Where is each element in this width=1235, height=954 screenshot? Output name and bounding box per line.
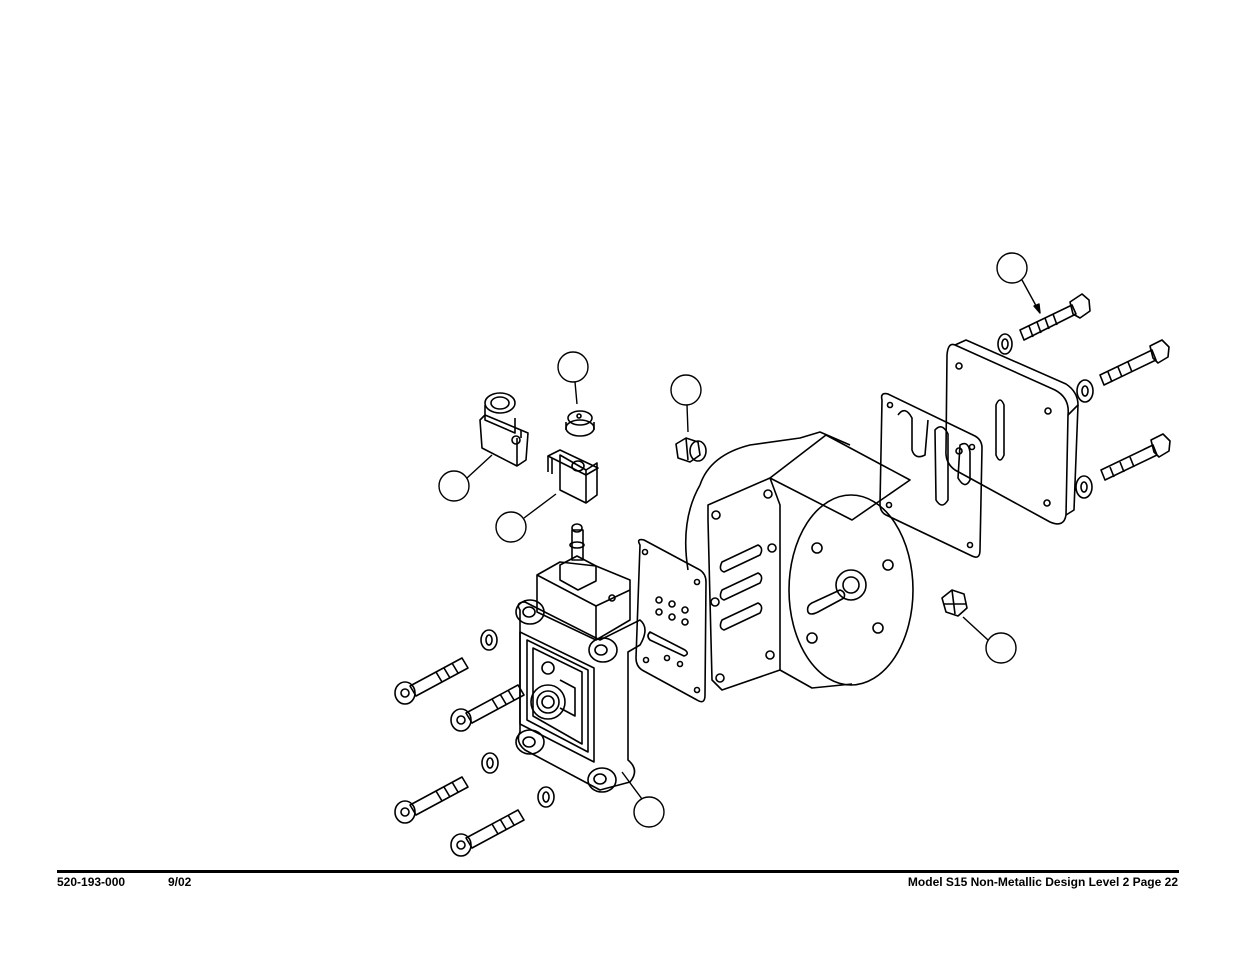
hex-bolts-right (1075, 339, 1171, 499)
callout-balloons (438, 252, 1041, 828)
washers-left (480, 629, 555, 808)
end-cap-plate (945, 339, 1079, 525)
callout-balloon (557, 351, 589, 383)
callout-balloon (996, 252, 1028, 284)
document-date: 9/02 (168, 875, 192, 889)
callout-balloon (670, 374, 702, 406)
pipe-plug-bottom (941, 589, 968, 617)
vent-cap (565, 410, 595, 437)
valve-plate-gasket (879, 392, 983, 558)
main-valve-body (684, 431, 914, 691)
callout-balloon (438, 470, 470, 502)
document-number: 520-193-000 (57, 875, 126, 889)
electrical-connector (479, 392, 529, 467)
pipe-plug-top (675, 437, 707, 463)
front-gasket (635, 538, 707, 703)
callout-balloon (633, 796, 665, 828)
callout-balloon (495, 511, 527, 543)
solenoid-coil (547, 449, 599, 504)
solenoid-valve-block (515, 523, 646, 793)
hex-bolt-top (997, 293, 1091, 355)
socket-head-cap-screws (394, 657, 525, 857)
document-title-page: Model S15 Non-Metallic Design Level 2 Pa… (907, 875, 1178, 889)
footer-divider (57, 870, 1179, 873)
callout-balloon (985, 632, 1017, 664)
